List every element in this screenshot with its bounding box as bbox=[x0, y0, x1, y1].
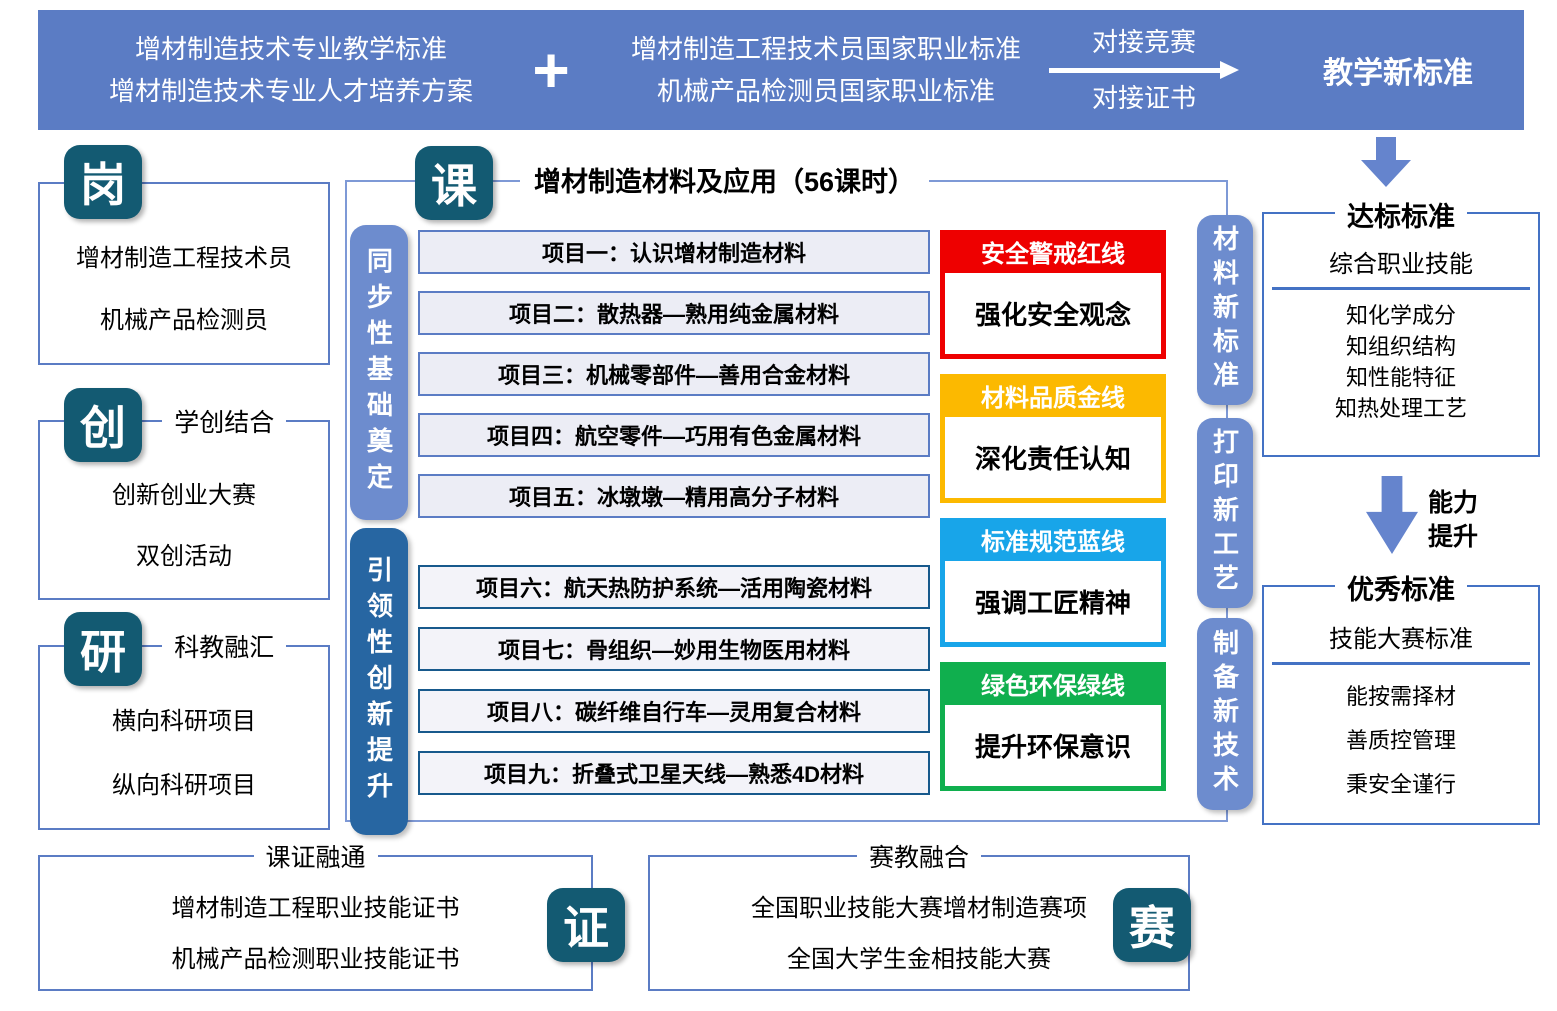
project-1: 项目一：认识增材制造材料 bbox=[418, 230, 930, 274]
green-line-box: 绿色环保绿线 提升环保意识 bbox=[940, 662, 1166, 791]
blue-line-header: 标准规范蓝线 bbox=[981, 529, 1125, 556]
certificate-item-2: 机械产品检测职业技能证书 bbox=[171, 945, 460, 973]
excellent-standard-item-1: 能按需择材 bbox=[1345, 684, 1456, 709]
gold-line-header: 材料品质金线 bbox=[981, 385, 1125, 412]
certificate-item-1: 增材制造工程职业技能证书 bbox=[171, 895, 460, 923]
basic-standard-item-4: 知热处理工艺 bbox=[1334, 396, 1467, 421]
basic-standard-subtitle: 综合职业技能 bbox=[1329, 251, 1473, 278]
excellent-standard-title: 优秀标准 bbox=[1335, 568, 1467, 607]
banner-right-line2: 机械产品检测员国家职业标准 bbox=[656, 76, 995, 106]
printing-new-process-pill: 打印新工艺 bbox=[1197, 418, 1253, 608]
project-3: 项目三：机械零部件—善用合金材料 bbox=[418, 352, 930, 396]
research-item-1: 横向科研项目 bbox=[112, 708, 256, 736]
basic-standard-item-1: 知化学成分 bbox=[1345, 303, 1456, 328]
down-arrow-icon-1 bbox=[1361, 137, 1411, 187]
ability-line1: 能力 bbox=[1428, 489, 1479, 517]
blue-line-body: 强调工匠精神 bbox=[945, 561, 1161, 642]
bridge-arrow-group: 对接竞赛 对接证书 bbox=[1038, 20, 1250, 120]
innovation-box: 学创结合 创新创业大赛 双创活动 bbox=[38, 403, 330, 600]
certificate-badge: 证 bbox=[547, 888, 625, 962]
basic-standard-item-3: 知性能特征 bbox=[1345, 365, 1456, 390]
research-box-title: 科教融汇 bbox=[162, 628, 287, 664]
project-9: 项目九：折叠式卫星天线—熟悉4D材料 bbox=[418, 751, 930, 795]
course-badge: 课 bbox=[415, 146, 493, 220]
competition-box: 赛教融合 全国职业技能大赛增材制造赛项 全国大学生金相技能大赛 bbox=[648, 838, 1190, 991]
banner-left-line1: 增材制造技术专业教学标准 bbox=[134, 34, 447, 64]
banner-left-standards: 增材制造技术专业教学标准 增材制造技术专业人才培养方案 bbox=[56, 10, 526, 130]
ability-line2: 提升 bbox=[1428, 523, 1479, 551]
competition-badge: 赛 bbox=[1113, 888, 1191, 962]
project-8: 项目八：碳纤维自行车—灵用复合材料 bbox=[418, 689, 930, 733]
bridge-arrow-bottom-label: 对接证书 bbox=[1091, 83, 1196, 113]
post-item-2: 机械产品检测员 bbox=[100, 307, 268, 335]
gold-line-box: 材料品质金线 深化责任认知 bbox=[940, 374, 1166, 503]
competition-item-1: 全国职业技能大赛增材制造赛项 bbox=[751, 895, 1087, 923]
post-badge: 岗 bbox=[64, 145, 142, 219]
green-line-body: 提升环保意识 bbox=[945, 705, 1161, 786]
certificate-box-title: 课证融通 bbox=[253, 838, 378, 874]
banner-right-standards: 增材制造工程技术员国家职业标准 机械产品检测员国家职业标准 bbox=[586, 10, 1066, 130]
green-line-header: 绿色环保绿线 bbox=[981, 673, 1125, 700]
arrow-shaft bbox=[1049, 68, 1223, 73]
blue-line-box: 标准规范蓝线 强调工匠精神 bbox=[940, 518, 1166, 647]
innovation-item-2: 双创活动 bbox=[136, 543, 232, 571]
separator-line bbox=[1272, 662, 1530, 665]
research-item-2: 纵向科研项目 bbox=[112, 771, 256, 799]
innovation-badge: 创 bbox=[64, 388, 142, 462]
basic-standard-title: 达标标准 bbox=[1335, 195, 1467, 234]
certificate-box: 课证融通 增材制造工程职业技能证书 机械产品检测职业技能证书 bbox=[38, 838, 593, 991]
post-box: 增材制造工程技术员 机械产品检测员 bbox=[38, 182, 330, 365]
arrow-head bbox=[1220, 61, 1239, 79]
separator-line bbox=[1272, 287, 1530, 290]
teaching-new-standard: 教学新标准 bbox=[1323, 57, 1473, 90]
advanced-phase-pill: 引领性创新提升 bbox=[350, 528, 408, 835]
bridge-arrow-top-label: 对接竞赛 bbox=[1091, 27, 1196, 57]
down-arrow-icon-2 bbox=[1366, 476, 1418, 554]
top-banner: 增材制造技术专业教学标准 增材制造技术专业人才培养方案 + 增材制造工程技术员国… bbox=[38, 10, 1524, 130]
gold-line-body: 深化责任认知 bbox=[945, 417, 1161, 498]
excellent-standard-item-3: 秉安全谨行 bbox=[1345, 772, 1456, 797]
post-item-1: 增材制造工程技术员 bbox=[76, 244, 292, 272]
basic-standard-box: 达标标准 综合职业技能 知化学成分 知组织结构 知性能特征 知热处理工艺 bbox=[1262, 195, 1540, 457]
red-line-header: 安全警戒红线 bbox=[981, 241, 1125, 268]
excellent-standard-subtitle: 技能大赛标准 bbox=[1329, 626, 1473, 653]
basic-standard-item-2: 知组织结构 bbox=[1345, 334, 1456, 359]
preparation-new-tech-pill: 制备新技术 bbox=[1197, 618, 1253, 810]
excellent-standard-item-2: 善质控管理 bbox=[1345, 728, 1456, 753]
competition-box-title: 赛教融合 bbox=[856, 838, 982, 874]
plus-icon: + bbox=[532, 34, 570, 106]
excellent-standard-box: 优秀标准 技能大赛标准 能按需择材 善质控管理 秉安全谨行 bbox=[1262, 568, 1540, 825]
banner-left-line2: 增材制造技术专业人才培养方案 bbox=[108, 76, 473, 106]
project-4: 项目四：航空零件—巧用有色金属材料 bbox=[418, 413, 930, 457]
innovation-box-title: 学创结合 bbox=[162, 403, 287, 439]
material-new-standard-pill: 材料新标准 bbox=[1197, 215, 1253, 405]
research-badge: 研 bbox=[64, 612, 142, 686]
course-title: 增材制造材料及应用（56课时） bbox=[520, 158, 930, 200]
project-6: 项目六：航天热防护系统—活用陶瓷材料 bbox=[418, 565, 930, 609]
competition-item-2: 全国大学生金相技能大赛 bbox=[787, 945, 1051, 973]
banner-right-line1: 增材制造工程技术员国家职业标准 bbox=[630, 34, 1021, 64]
project-7: 项目七：骨组织—妙用生物医用材料 bbox=[418, 627, 930, 671]
project-2: 项目二：散热器—熟用纯金属材料 bbox=[418, 291, 930, 335]
right-arrow-icon bbox=[1049, 61, 1239, 79]
red-line-body: 强化安全观念 bbox=[945, 273, 1161, 354]
red-line-box: 安全警戒红线 强化安全观念 bbox=[940, 230, 1166, 359]
ability-improve-label: 能力 提升 bbox=[1428, 486, 1478, 554]
basic-phase-pill: 同步性基础奠定 bbox=[350, 225, 408, 520]
project-5: 项目五：冰墩墩—精用高分子材料 bbox=[418, 474, 930, 518]
innovation-item-1: 创新创业大赛 bbox=[112, 481, 256, 509]
